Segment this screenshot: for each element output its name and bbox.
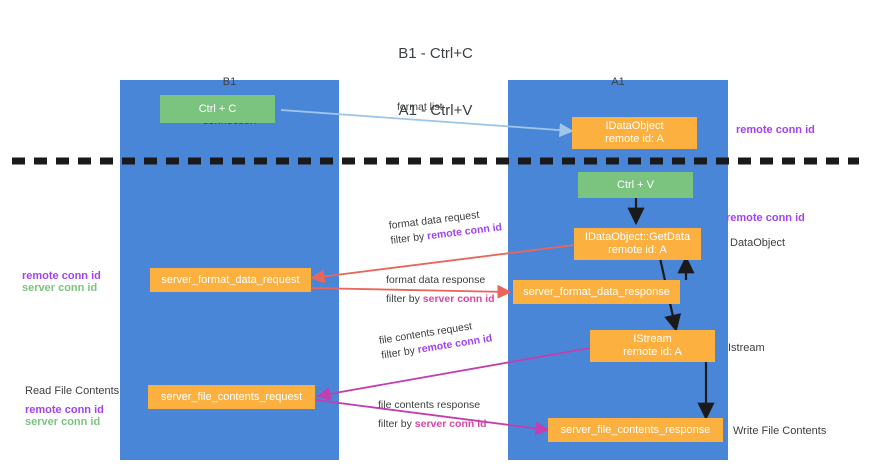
node-idataobject-label: IDataObject [605, 120, 664, 132]
edge-label-format-data-response-text: format data response [386, 274, 486, 286]
annotation-left-bot-server-conn-id: server conn id [25, 416, 101, 428]
node-ctrl-v[interactable]: Ctrl + V [578, 172, 693, 198]
edge-label-file-contents-response-filter: filter by server conn id [378, 417, 487, 432]
node-server-file-contents-response[interactable]: server_file_contents_response [548, 418, 723, 442]
edge-label-format-data-response: format data response filter by server co… [386, 273, 495, 307]
node-server-format-data-response-label: server_format_data_response [523, 285, 670, 298]
filter-key-server-conn-id: server conn id [422, 293, 495, 305]
node-istream-remote-id: remote id: A [623, 346, 682, 358]
filter-key-server-conn-id: server conn id [414, 418, 487, 430]
annotation-left-server-conn-id: server conn id [22, 282, 98, 294]
title-line-1: B1 - Ctrl+C [398, 45, 473, 62]
node-ctrl-v-label: Ctrl + V [617, 178, 654, 191]
node-server-file-contents-request-label: server_file_contents_request [160, 390, 303, 403]
edge-label-format-data-response-filter: filter by server conn id [386, 292, 495, 307]
annotation-right-top-remote-conn-id: remote conn id [736, 124, 815, 136]
edge-label-format-data-request: format data request filter by remote con… [388, 205, 503, 248]
node-server-format-data-request[interactable]: server_format_data_request [150, 268, 311, 292]
node-getdata[interactable]: IDataObject::GetData remote id: A [574, 228, 701, 260]
filter-prefix: filter by [378, 418, 415, 430]
lane-header-a1-name: A1 [611, 76, 625, 88]
annotation-left-bot-remote-conn-id: remote conn id [25, 404, 104, 416]
edge-label-file-contents-response-text: file contents response [378, 399, 481, 411]
node-ctrl-c[interactable]: Ctrl + C [160, 95, 275, 123]
node-server-file-contents-response-label: server_file_contents_response [560, 423, 711, 436]
annotation-istream: Istream [728, 342, 765, 354]
lane-header-b1-name: B1 [222, 76, 237, 88]
node-istream-label: IStream [633, 333, 672, 345]
node-server-format-data-request-label: server_format_data_request [161, 273, 300, 286]
node-server-format-data-response[interactable]: server_format_data_response [513, 280, 680, 304]
annotation-dataobject: DataObject [730, 237, 786, 249]
node-getdata-remote-id: remote id: A [608, 244, 667, 256]
node-idataobject-remote-id: remote id: A [605, 133, 664, 145]
edge-label-file-contents-response: file contents response filter by server … [378, 398, 487, 432]
node-server-file-contents-request[interactable]: server_file_contents_request [148, 385, 315, 409]
annotation-read-file-contents: Read File Contents [25, 385, 120, 397]
edge-label-format-list: format list [397, 100, 443, 115]
edge-label-format-list-text: format list [397, 101, 443, 113]
annotation-write-file-contents: Write File Contents [733, 425, 827, 437]
node-idataobject[interactable]: IDataObject remote id: A [572, 117, 697, 149]
annotation-right-mid-remote-conn-id: remote conn id [726, 212, 805, 224]
node-getdata-label: IDataObject::GetData [584, 231, 691, 243]
node-istream[interactable]: IStream remote id: A [590, 330, 715, 362]
filter-prefix: filter by [389, 230, 428, 247]
node-ctrl-c-label: Ctrl + C [198, 102, 237, 115]
annotation-left-remote-conn-id: remote conn id [22, 270, 101, 282]
filter-prefix: filter by [386, 293, 423, 305]
edge-label-file-contents-request: file contents request filter by remote c… [378, 316, 493, 363]
